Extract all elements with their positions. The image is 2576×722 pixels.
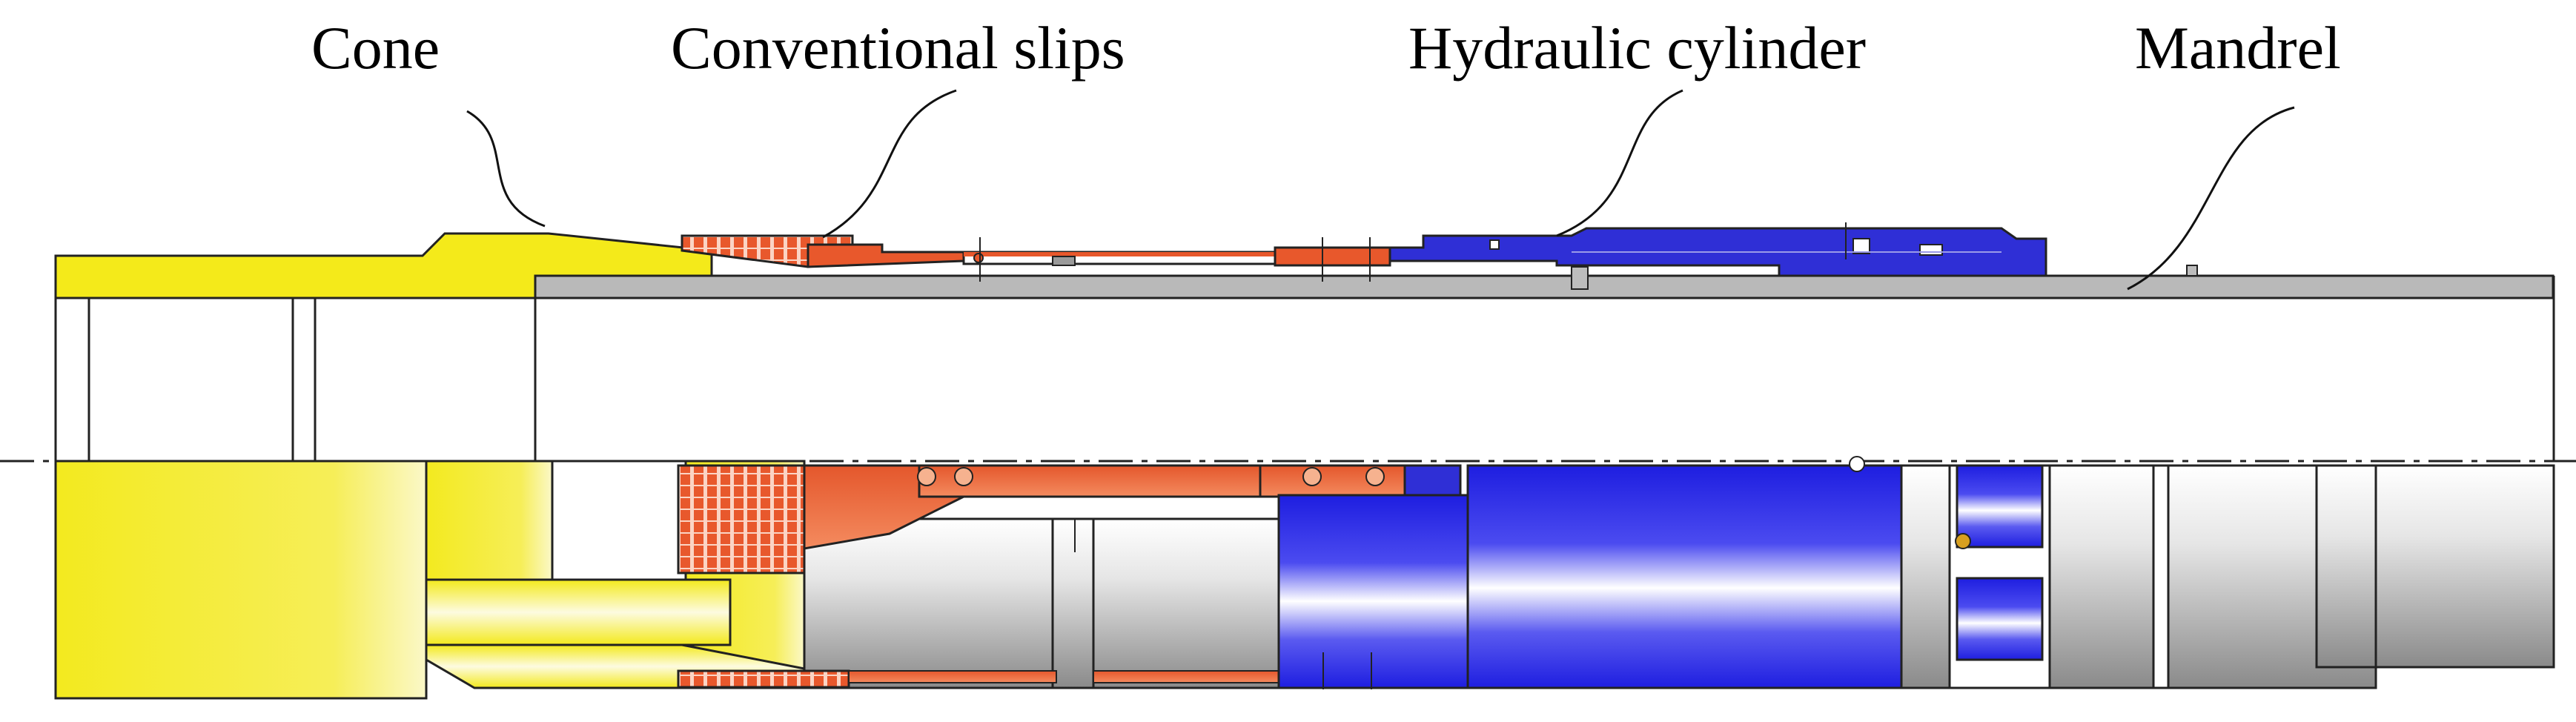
label-cone: Cone	[311, 14, 440, 82]
slip-sleeve	[918, 464, 1277, 498]
cone-port-wall	[291, 297, 317, 463]
slips-teeth-lower	[677, 669, 850, 689]
slips-body-section	[807, 243, 965, 268]
mandrel-nose	[2315, 464, 2555, 669]
leader-cylinder	[1556, 89, 1683, 237]
mandrel-wall	[534, 274, 2555, 299]
leader-cone	[466, 110, 546, 228]
cone-finger	[425, 578, 732, 646]
cone-body	[54, 460, 428, 700]
hydraulic-cylinder-body	[1277, 494, 1469, 689]
cone-bore-wall	[54, 297, 90, 463]
hydraulic-cylinder-main	[1466, 464, 1903, 689]
mandrel-exposed-1	[803, 517, 1280, 689]
label-conventional-slips: Conventional slips	[671, 14, 1125, 82]
leader-mandrel	[2127, 106, 2295, 291]
upper-section-view	[54, 222, 2555, 463]
slips-teeth-upper	[677, 464, 806, 574]
leader-slips	[822, 89, 957, 239]
label-mandrel: Mandrel	[2135, 14, 2341, 82]
lower-external-view	[54, 456, 2555, 700]
label-hydraulic-cylinder: Hydraulic cylinder	[1408, 14, 1866, 82]
